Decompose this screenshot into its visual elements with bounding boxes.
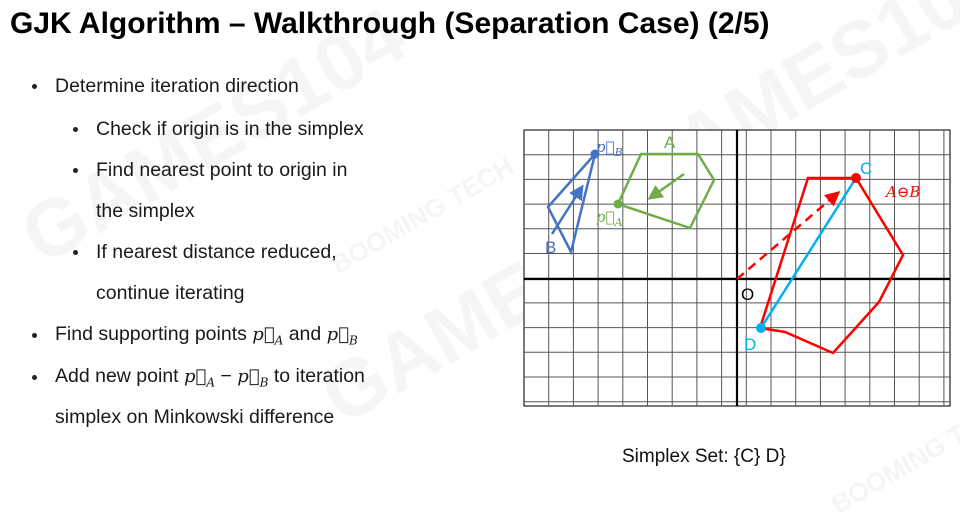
bullet-dot bbox=[32, 375, 37, 380]
label-origin: O bbox=[741, 285, 754, 304]
simplex-segment-cd bbox=[759, 177, 858, 329]
slide-title: GJK Algorithm – Walkthrough (Separation … bbox=[10, 7, 770, 40]
label-a: A bbox=[664, 133, 676, 152]
label-pb: p⃗B bbox=[596, 138, 623, 159]
label-c: C bbox=[860, 159, 872, 178]
bullet-dot bbox=[32, 84, 37, 89]
bullet-item: Find supporting points p⃗A and p⃗B bbox=[55, 322, 358, 353]
simplex-set-caption: Simplex Set: {C} D} bbox=[622, 446, 786, 467]
search-direction-arrow bbox=[736, 191, 841, 280]
bullet-text: Add new point bbox=[55, 365, 185, 387]
label-minkowski: A⊖B bbox=[884, 183, 920, 201]
point-pb bbox=[590, 149, 600, 159]
math-vector-pb: p⃗B bbox=[326, 324, 358, 348]
bullet-text: − bbox=[215, 365, 238, 387]
bullet-dot bbox=[32, 333, 37, 338]
bullet-dot bbox=[73, 168, 78, 173]
math-vector-pb: p⃗B bbox=[237, 366, 269, 390]
bullet-text: to iteration bbox=[268, 365, 365, 387]
point-pa bbox=[613, 199, 623, 209]
bullet-item: Determine iteration direction bbox=[55, 75, 299, 97]
math-vector-pa: p⃗A bbox=[184, 366, 216, 390]
bullet-item-continuation: continue iterating bbox=[96, 282, 245, 304]
point-d bbox=[756, 323, 766, 333]
bullet-list: Determine iteration direction Check if o… bbox=[32, 75, 365, 428]
direction-arrow-b bbox=[550, 184, 584, 235]
label-pa: p⃗A bbox=[596, 208, 623, 229]
bullet-text: Find supporting points bbox=[55, 323, 253, 345]
bullet-dot bbox=[73, 250, 78, 255]
bullet-item: If nearest distance reduced, bbox=[96, 241, 337, 263]
label-d: D bbox=[744, 335, 756, 354]
bullet-item: Add new point p⃗A − p⃗B to iteration bbox=[55, 364, 365, 395]
math-vector-pa: p⃗A bbox=[252, 324, 284, 348]
bullet-text: and bbox=[283, 323, 327, 345]
bullet-dot bbox=[73, 127, 78, 132]
gjk-diagram: p⃗B A B p⃗A C A⊖B O D bbox=[523, 129, 951, 407]
bullet-item-continuation: simplex on Minkowski difference bbox=[55, 406, 335, 428]
direction-arrow-a bbox=[647, 172, 685, 200]
shape-b bbox=[546, 153, 597, 256]
shape-a bbox=[616, 152, 716, 230]
point-c bbox=[851, 173, 861, 183]
bullet-item-continuation: the simplex bbox=[96, 200, 195, 222]
label-b: B bbox=[545, 238, 556, 257]
bullet-item: Check if origin is in the simplex bbox=[96, 118, 364, 140]
bullet-item: Find nearest point to origin in bbox=[96, 159, 348, 181]
